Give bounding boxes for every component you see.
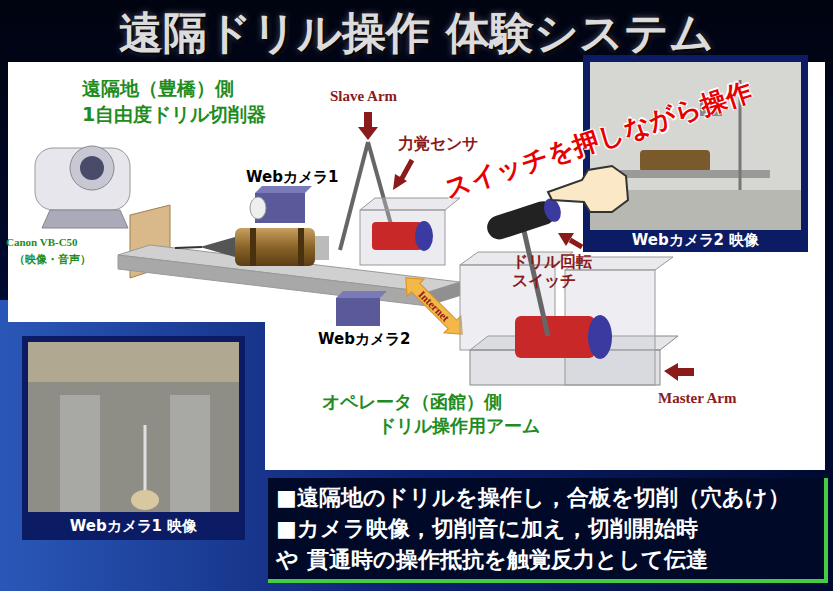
photo-frame [583, 55, 808, 252]
pointer-arrow [570, 240, 582, 247]
drill-motor [235, 228, 315, 266]
part-name: 力覚センサ [398, 134, 478, 155]
pointer-arrow [558, 233, 574, 246]
photo-caption: Webカメラ2 映像 [583, 231, 808, 250]
webcam [336, 298, 380, 326]
force-sensor [372, 222, 422, 250]
photo-drill [640, 150, 710, 172]
part-name: Master Arm [658, 390, 736, 407]
heading: ドリル操作用アーム [378, 414, 540, 438]
photo-frame [22, 336, 245, 540]
part-name: ドリル回転 スイッチ [512, 252, 597, 290]
part-name: Webカメラ2 [318, 330, 410, 349]
drill-band [298, 228, 304, 266]
part-name: Slave Arm [330, 88, 397, 105]
summary-panel: ■遠隔地のドリルを操作し，合板を切削（穴あけ）■カメラ映像，切削音に加え，切削開… [268, 478, 828, 583]
device-name: Canon VB-C50 [6, 236, 78, 248]
drill-bit [175, 247, 202, 248]
photo-drill-bit [144, 425, 147, 495]
page-title: 遠隔ドリル操作 体験システム [0, 4, 833, 63]
pointing-hand [548, 166, 628, 212]
force-sensor-cap [415, 221, 433, 251]
photo-chuck [131, 490, 159, 510]
drill-switch-handle [484, 196, 564, 242]
device-note: （映像・音声） [14, 252, 91, 267]
photo-plate [60, 395, 100, 512]
photo [28, 342, 239, 512]
webcam-lens [250, 197, 266, 219]
camera-lens [70, 146, 114, 190]
drill-cap [315, 236, 329, 260]
webcam [255, 186, 312, 193]
summary-text: ■カメラ映像，切削音に加え，切削開始時や 貫通時の操作抵抗を触覚反力として伝達 [276, 513, 720, 575]
photo-base [620, 170, 770, 178]
photo-inset: Webカメラ2 映像 [583, 55, 808, 252]
pointer-arrow [401, 160, 412, 180]
pointer-arrow [664, 363, 694, 381]
camera-lens [80, 156, 104, 180]
pointer-arrow [358, 112, 378, 140]
photo-board [28, 342, 239, 382]
sensor-housing [360, 210, 445, 265]
webcam [336, 291, 387, 298]
drill-bit [200, 237, 235, 257]
sensor-housing [360, 198, 460, 210]
master-motor-cap [588, 315, 612, 359]
pointer-arrow [393, 174, 407, 190]
camera-base [42, 210, 128, 228]
photo-inset: Webカメラ1 映像 [22, 336, 245, 540]
heading: オペレータ（函館）側 [322, 390, 502, 414]
photo-plate [170, 395, 210, 512]
photo-caption: Webカメラ1 映像 [22, 517, 245, 536]
master-motor [515, 316, 595, 358]
summary-text: ■遠隔地のドリルを操作し，合板を切削（穴あけ） [276, 482, 816, 513]
part-name: Webカメラ1 [246, 168, 338, 187]
heading: 遠隔地（豊橋）側 [82, 76, 234, 102]
drill-band [250, 228, 256, 266]
heading: 1自由度ドリル切削器 [82, 102, 266, 128]
